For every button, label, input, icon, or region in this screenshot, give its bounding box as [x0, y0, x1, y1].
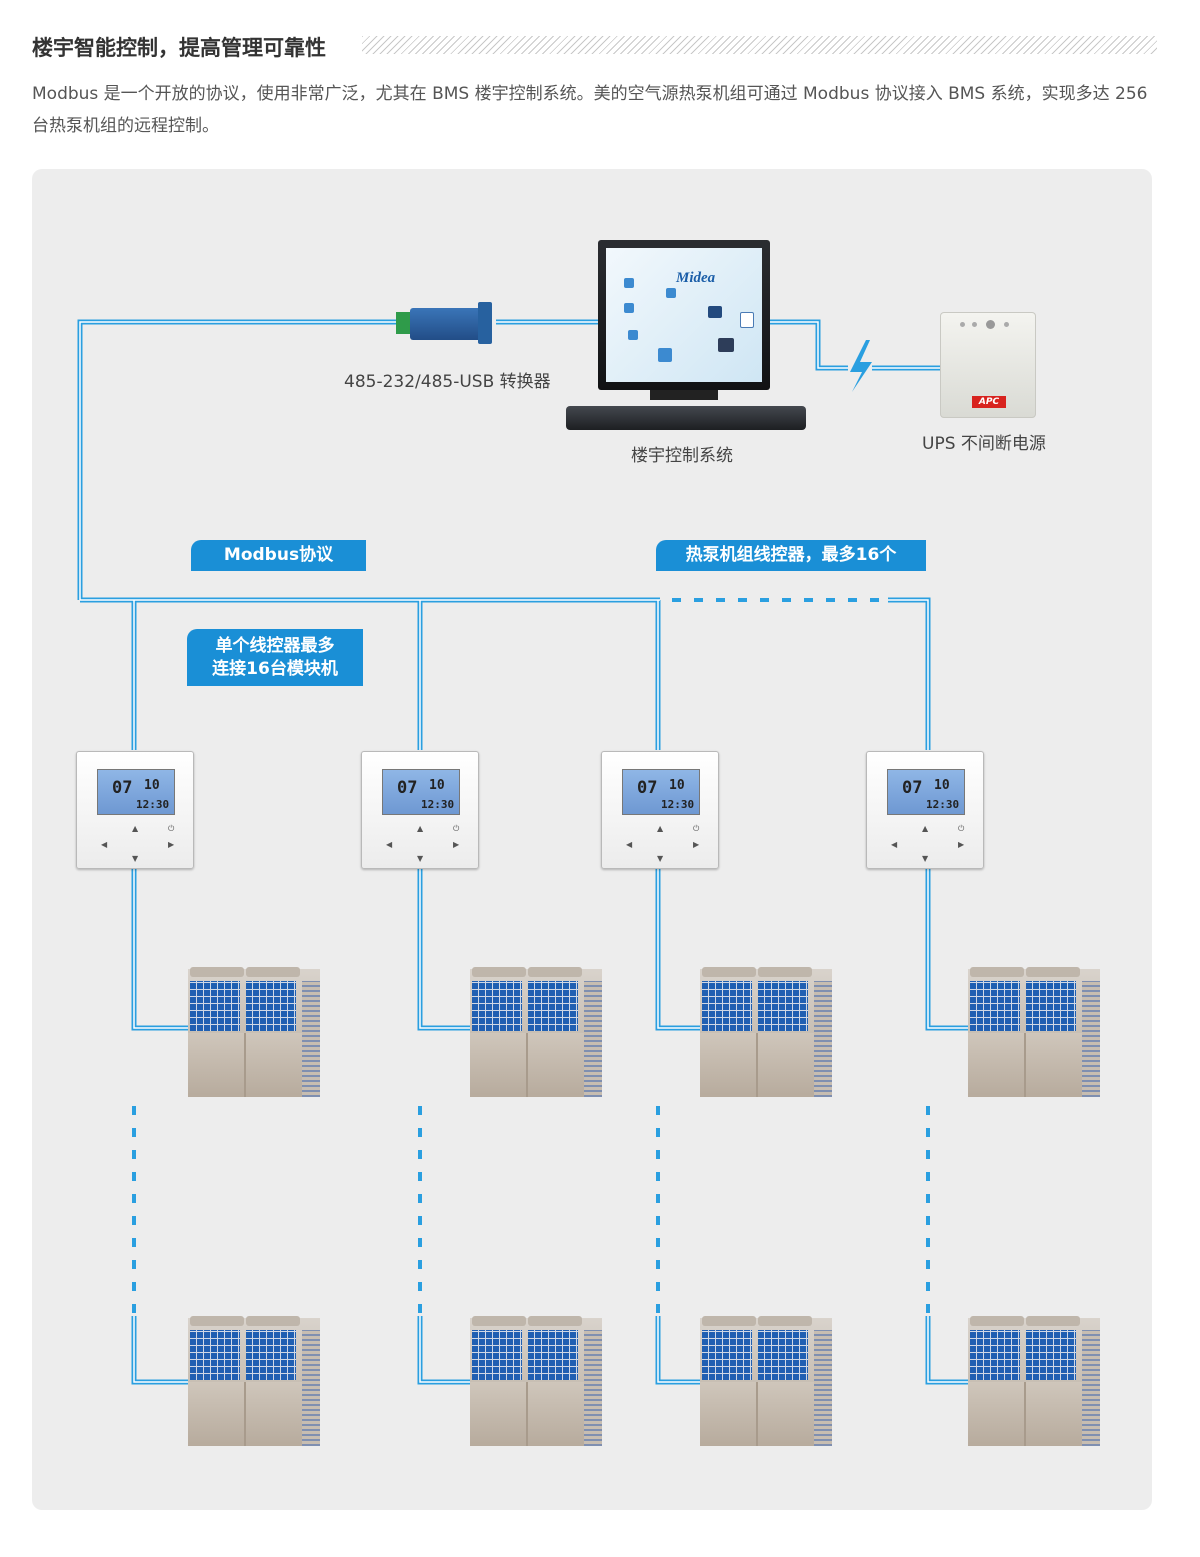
coil-icon [702, 1330, 752, 1380]
converter-label: 485-232/485-USB 转换器 [344, 372, 551, 392]
right-arrow-icon: ▶ [168, 840, 175, 849]
coil-icon [190, 1330, 240, 1380]
midea-logo: Midea [676, 270, 716, 286]
right-arrow-icon: ▶ [958, 840, 965, 849]
power-icon: ⏻ [958, 824, 965, 833]
right-arrow-icon: ▶ [453, 840, 460, 849]
monitor-screen: Midea [606, 248, 762, 382]
wired-controller: 07 10 12:30 ▲ ⏻ ◀ ▶ ▼ [601, 751, 719, 869]
down-arrow-icon: ▼ [922, 854, 929, 863]
bus-lines-core [79, 321, 968, 1383]
ups-label: UPS 不间断电源 [922, 434, 1046, 454]
ups-device: APC [940, 312, 1036, 418]
coil-icon [970, 1330, 1020, 1380]
coil-icon [970, 981, 1020, 1031]
coil-icon [528, 1330, 578, 1380]
controller-lcd: 07 10 12:30 [622, 769, 700, 815]
heat-pump-unit [700, 967, 832, 1097]
wired-controller: 07 10 12:30 ▲ ⏻ ◀ ▶ ▼ [866, 751, 984, 869]
keyboard-icon [566, 406, 806, 430]
coil-icon [246, 1330, 296, 1380]
coil-icon [190, 981, 240, 1031]
coil-icon [472, 1330, 522, 1380]
controller-lcd: 07 10 12:30 [97, 769, 175, 815]
down-arrow-icon: ▼ [132, 854, 139, 863]
wired-controller: 07 10 12:30 ▲ ⏻ ◀ ▶ ▼ [361, 751, 479, 869]
up-arrow-icon: ▲ [132, 824, 139, 833]
left-arrow-icon: ◀ [386, 840, 393, 849]
coil-icon [1026, 1330, 1076, 1380]
coil-icon [528, 981, 578, 1031]
left-arrow-icon: ◀ [891, 840, 898, 849]
power-icon: ⏻ [453, 824, 460, 833]
heat-pump-unit [470, 1316, 602, 1446]
controllers-max-tag: 热泵机组线控器，最多16个 [656, 540, 926, 571]
up-arrow-icon: ▲ [417, 824, 424, 833]
lightning-icon [850, 340, 872, 392]
power-icon: ⏻ [168, 824, 175, 833]
coil-icon [246, 981, 296, 1031]
monitor-icon: Midea [598, 240, 770, 390]
wired-controller: 07 10 12:30 ▲ ⏻ ◀ ▶ ▼ [76, 751, 194, 869]
per-controller-line-1: 单个线控器最多 [215, 635, 335, 656]
down-arrow-icon: ▼ [417, 854, 424, 863]
heat-pump-unit [188, 1316, 320, 1446]
coil-icon [472, 981, 522, 1031]
coil-icon [702, 981, 752, 1031]
up-arrow-icon: ▲ [657, 824, 664, 833]
converter-device [396, 298, 496, 348]
heat-pump-unit [968, 1316, 1100, 1446]
heat-pump-unit [700, 1316, 832, 1446]
coil-icon [758, 981, 808, 1031]
bus-lines [77, 319, 968, 1385]
heat-pump-unit [470, 967, 602, 1097]
up-arrow-icon: ▲ [922, 824, 929, 833]
title-hatch-decoration [362, 36, 1157, 54]
bms-computer: Midea [566, 240, 838, 432]
per-controller-line-2: 连接16台模块机 [212, 658, 338, 679]
apc-logo: APC [972, 396, 1006, 408]
bms-label: 楼宇控制系统 [631, 446, 733, 466]
coil-icon [1026, 981, 1076, 1031]
per-controller-tag: 单个线控器最多 连接16台模块机 [187, 629, 363, 686]
heat-pump-unit [188, 967, 320, 1097]
modbus-protocol-tag: Modbus协议 [191, 540, 366, 571]
controller-lcd: 07 10 12:30 [382, 769, 460, 815]
intro-paragraph: Modbus 是一个开放的协议，使用非常广泛，尤其在 BMS 楼宇控制系统。美的… [32, 84, 1148, 136]
coil-icon [758, 1330, 808, 1380]
left-arrow-icon: ◀ [626, 840, 633, 849]
dashed-lines [132, 598, 930, 1316]
page-title: 楼宇智能控制，提高管理可靠性 [32, 36, 326, 60]
right-arrow-icon: ▶ [693, 840, 700, 849]
power-icon: ⏻ [693, 824, 700, 833]
heat-pump-unit [968, 967, 1100, 1097]
terminal-block-icon [396, 312, 410, 334]
controller-lcd: 07 10 12:30 [887, 769, 965, 815]
down-arrow-icon: ▼ [657, 854, 664, 863]
left-arrow-icon: ◀ [101, 840, 108, 849]
